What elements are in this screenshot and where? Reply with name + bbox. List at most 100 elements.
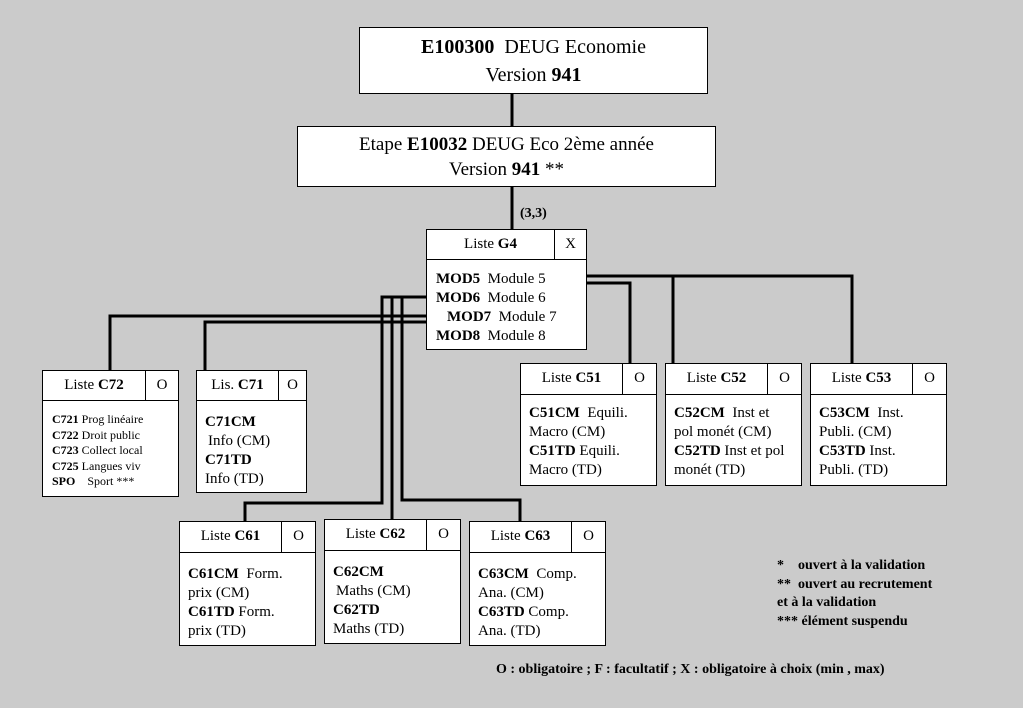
c63-line: C63CM Comp. <box>478 565 597 584</box>
list-c52-code: C52 <box>720 370 747 386</box>
list-c62-type: O <box>426 520 460 550</box>
list-c51-prefix: Liste <box>541 370 572 386</box>
c52-line-text: Inst et <box>732 405 770 421</box>
g4-item-label: Module 5 <box>487 271 546 287</box>
etape-box: Etape E10032 DEUG Eco 2ème année Version… <box>297 126 716 187</box>
c61-line: prix (TD) <box>188 622 307 641</box>
list-c61-box: Liste C61 O C61CM Form. prix (CM) C61TD … <box>179 521 316 646</box>
c52-line-code: C52CM <box>674 405 725 421</box>
list-c52-type: O <box>767 364 801 394</box>
list-c62-code: C62 <box>379 526 406 542</box>
diploma-version-number: 941 <box>551 64 582 86</box>
c61-line: C61TD Form. <box>188 603 307 622</box>
legend-note: *** élément suspendu <box>777 613 932 632</box>
c62-line-text: Maths (TD) <box>333 621 405 637</box>
c71-line-text: Info (CM) <box>208 433 271 449</box>
c53-line-code: C53TD <box>819 443 866 459</box>
legend-note: ** ouvert au recrutement <box>777 576 932 595</box>
c51-line: C51TD Equili. <box>529 442 648 461</box>
list-c53-box: Liste C53 O C53CM Inst. Publi. (CM) C53T… <box>810 363 947 486</box>
list-c53-prefix: Liste <box>831 370 862 386</box>
c71-line: C71CM <box>205 413 298 432</box>
legend-notes: * ouvert à la validation ** ouvert au re… <box>777 557 932 631</box>
c72-item: C725 Langues viv <box>52 459 178 475</box>
c53-line-text: Publi. (CM) <box>819 424 892 440</box>
c53-line-text: Inst. <box>869 443 896 459</box>
c53-line: Publi. (CM) <box>819 423 938 442</box>
c72-item-label: Droit public <box>81 427 140 442</box>
c62-line: C62CM <box>333 563 452 582</box>
list-c71-code: C71 <box>237 377 264 393</box>
c63-line-text: Comp. <box>536 566 577 582</box>
c63-line-code: C63TD <box>478 604 525 620</box>
legend-note: * ouvert à la validation <box>777 557 932 576</box>
c52-line: C52TD Inst et pol <box>674 442 793 461</box>
legend-note: et à la validation <box>777 594 932 613</box>
list-c71-box: Lis. C71 O C71CM Info (CM) C71TD Info (T… <box>196 370 307 493</box>
list-c53-code: C53 <box>865 370 892 386</box>
g4-item: MOD6 Module 6 <box>436 289 586 308</box>
c51-line: Macro (CM) <box>529 423 648 442</box>
c72-item-code: C725 <box>52 458 79 473</box>
g4-item: MOD8 Module 8 <box>436 327 586 346</box>
c61-line-text: prix (CM) <box>188 585 250 601</box>
c71-line: Info (TD) <box>205 470 298 489</box>
list-c63-box: Liste C63 O C63CM Comp. Ana. (CM) C63TD … <box>469 521 606 646</box>
c51-line-text: Macro (TD) <box>529 462 602 478</box>
c72-item: SPO Sport *** <box>52 474 178 490</box>
c72-item: C723 Collect local <box>52 443 178 459</box>
c53-line: Publi. (TD) <box>819 461 938 480</box>
list-c61-prefix: Liste <box>200 528 231 544</box>
c52-line-text: Inst et pol <box>724 443 785 459</box>
c71-line-code: C71CM <box>205 414 256 430</box>
c53-line-code: C53CM <box>819 405 870 421</box>
etape-title: DEUG Eco 2ème année <box>471 134 654 155</box>
c63-line: C63TD Comp. <box>478 603 597 622</box>
c72-item-code: C722 <box>52 427 79 442</box>
list-c62-box: Liste C62 O C62CM Maths (CM) C62TD Maths… <box>324 519 461 644</box>
list-c72-code: C72 <box>97 377 124 393</box>
list-c53-type: O <box>912 364 946 394</box>
c61-line-code: C61CM <box>188 566 239 582</box>
list-c71-type: O <box>278 371 306 400</box>
legend-note-mark: ** <box>777 576 791 592</box>
list-c72-box: Liste C72 O C721 Prog linéaire C722 Droi… <box>42 370 179 497</box>
c72-item-label: Sport *** <box>87 474 135 488</box>
g4-item-code: MOD7 <box>447 309 492 325</box>
legend-note-text: et à la validation <box>777 595 877 610</box>
c62-line-code: C62TD <box>333 602 380 618</box>
c62-line: Maths (CM) <box>333 582 452 601</box>
list-c71-prefix: Lis. <box>211 377 235 393</box>
legend-types: O : obligatoire ; F : facultatif ; X : o… <box>496 662 885 677</box>
list-g4-type: X <box>554 230 586 259</box>
c72-item-label: Langues viv <box>81 458 141 473</box>
legend-note-mark: * <box>777 558 784 573</box>
etape-prefix: Etape <box>359 134 403 155</box>
list-c61-type: O <box>281 522 315 552</box>
c52-line: monét (TD) <box>674 461 793 480</box>
list-c51-box: Liste C51 O C51CM Equili. Macro (CM) C51… <box>520 363 657 486</box>
diploma-box: E100300 DEUG Economie Version 941 <box>359 27 708 94</box>
c51-line-code: C51TD <box>529 443 576 459</box>
diploma-title: DEUG Economie <box>504 36 646 58</box>
c52-line-text: pol monét (CM) <box>674 424 772 440</box>
c72-item: C721 Prog linéaire <box>52 412 178 428</box>
c52-line-text: monét (TD) <box>674 462 746 478</box>
g4-item: MOD7 Module 7 <box>436 308 586 327</box>
legend-note-text: ouvert à la validation <box>798 558 926 573</box>
c52-line: C52CM Inst et <box>674 404 793 423</box>
c72-item-code: C721 <box>52 412 79 426</box>
c62-line-text: Maths (CM) <box>336 583 411 599</box>
legend-note-text: ouvert au recrutement <box>798 576 933 592</box>
g4-item-label: Module 6 <box>487 290 546 306</box>
c51-line-text: Macro (CM) <box>529 424 606 440</box>
list-c72-prefix: Liste <box>64 377 95 393</box>
c72-item-label: Prog linéaire <box>81 412 144 426</box>
c61-line-text: prix (TD) <box>188 623 246 639</box>
c61-line-code: C61TD <box>188 604 235 620</box>
c53-line-text: Inst. <box>877 405 904 421</box>
c62-line: Maths (TD) <box>333 620 452 639</box>
c51-line: C51CM Equili. <box>529 404 648 423</box>
c61-line: prix (CM) <box>188 584 307 603</box>
